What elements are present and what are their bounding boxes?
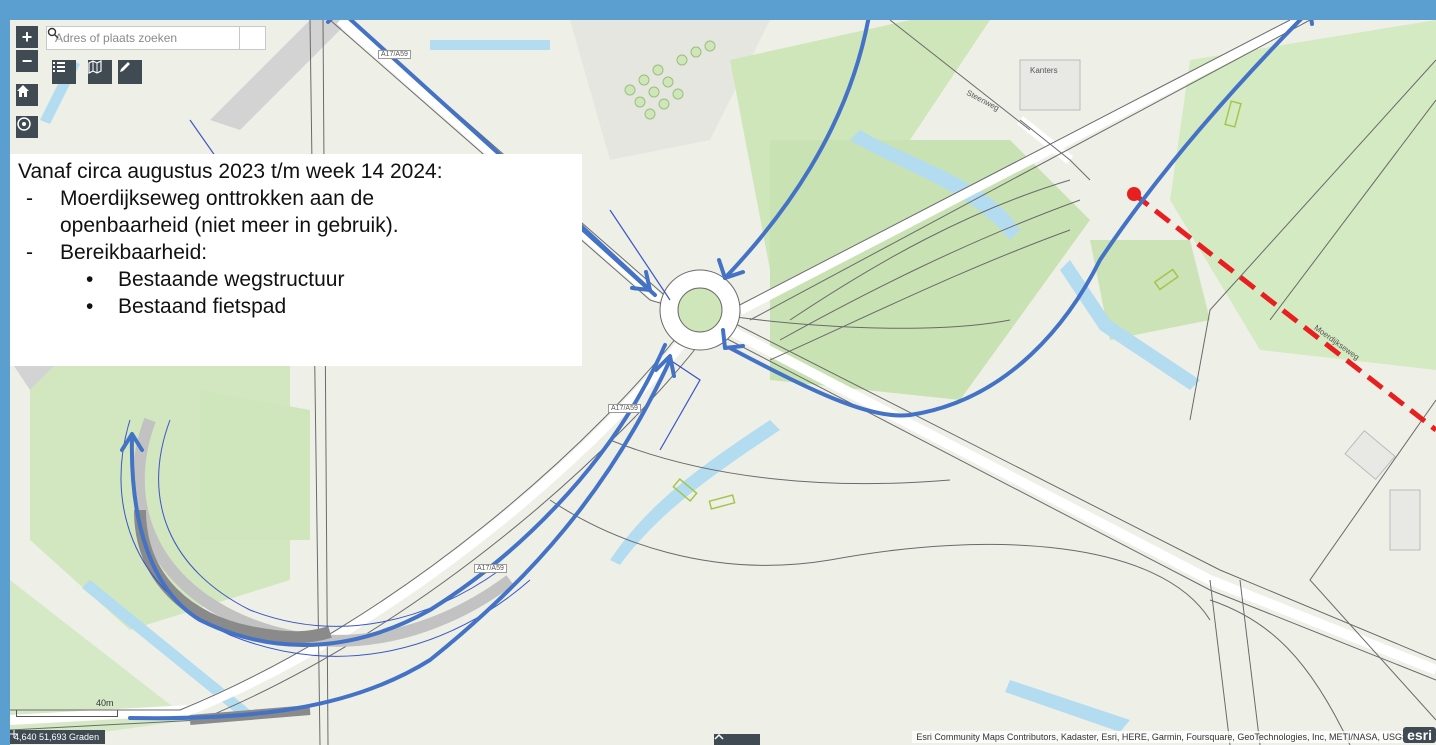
zoom-in-button[interactable]: + <box>16 26 38 48</box>
notice-item-1: - Moerdijkseweg onttrokken aan de <box>18 185 574 212</box>
list-icon <box>53 62 65 72</box>
dash-marker: - <box>26 187 33 210</box>
notice-sub-2: • Bestaand fietspad <box>18 293 574 320</box>
map-view[interactable]: Kanters Steenweg Moerdijkseweg A17/A59 A… <box>10 20 1436 745</box>
map-attribution[interactable]: Esri Community Maps Contributors, Kadast… <box>912 731 1412 743</box>
notice-item-1-line-2: openbaarheid (niet meer in gebruik). <box>60 214 399 237</box>
map-label-kanters: Kanters <box>1030 66 1058 75</box>
map-canvas <box>10 20 1436 745</box>
locate-icon <box>17 117 31 131</box>
notice-sub-1-text: Bestaande wegstructuur <box>118 268 345 291</box>
layer-list-button[interactable] <box>52 60 76 84</box>
search-button[interactable] <box>47 27 265 49</box>
bullet-marker: • <box>86 295 94 318</box>
draw-button[interactable] <box>118 60 142 84</box>
zoom-out-button[interactable]: − <box>16 50 38 72</box>
scale-label: 40m <box>96 698 114 708</box>
pencil-icon <box>120 62 130 72</box>
notice-sub-2-text: Bestaand fietspad <box>118 295 287 318</box>
map-shield-a17-top: A17/A59 <box>378 50 411 59</box>
map-shield-a17-mid: A17/A59 <box>608 404 641 413</box>
dash-marker: - <box>26 241 33 264</box>
coordinate-readout: 4,640 51,693 Graden <box>10 730 106 744</box>
attribute-panel-toggle[interactable] <box>714 734 760 745</box>
search-input[interactable] <box>47 27 239 49</box>
bullet-marker: • <box>86 268 94 291</box>
basemap-button[interactable] <box>88 60 112 84</box>
notice-item-2: - Bereikbaarheid: <box>18 239 574 266</box>
basemap-icon <box>88 60 102 74</box>
notice-panel: Vanaf circa augustus 2023 t/m week 14 20… <box>10 154 582 366</box>
notice-sub-1: • Bestaande wegstructuur <box>18 266 574 293</box>
map-shield-a17-low: A17/A59 <box>474 564 507 573</box>
locate-button[interactable] <box>16 116 38 138</box>
crosshair-icon <box>10 730 18 738</box>
search-icon <box>47 27 59 39</box>
chevron-up-icon <box>714 734 724 740</box>
notice-item-2-text: Bereikbaarheid: <box>60 241 208 264</box>
esri-logo: esri <box>1403 727 1436 743</box>
home-icon <box>17 85 29 97</box>
scale-line <box>16 710 118 717</box>
home-button[interactable] <box>16 84 38 106</box>
coordinate-value: 4,640 51,693 Graden <box>14 732 100 742</box>
notice-heading: Vanaf circa augustus 2023 t/m week 14 20… <box>18 160 443 183</box>
notice-item-1-line-1: Moerdijkseweg onttrokken aan de <box>60 187 375 210</box>
scale-bar: 40m <box>16 698 118 717</box>
search-box <box>46 26 266 50</box>
